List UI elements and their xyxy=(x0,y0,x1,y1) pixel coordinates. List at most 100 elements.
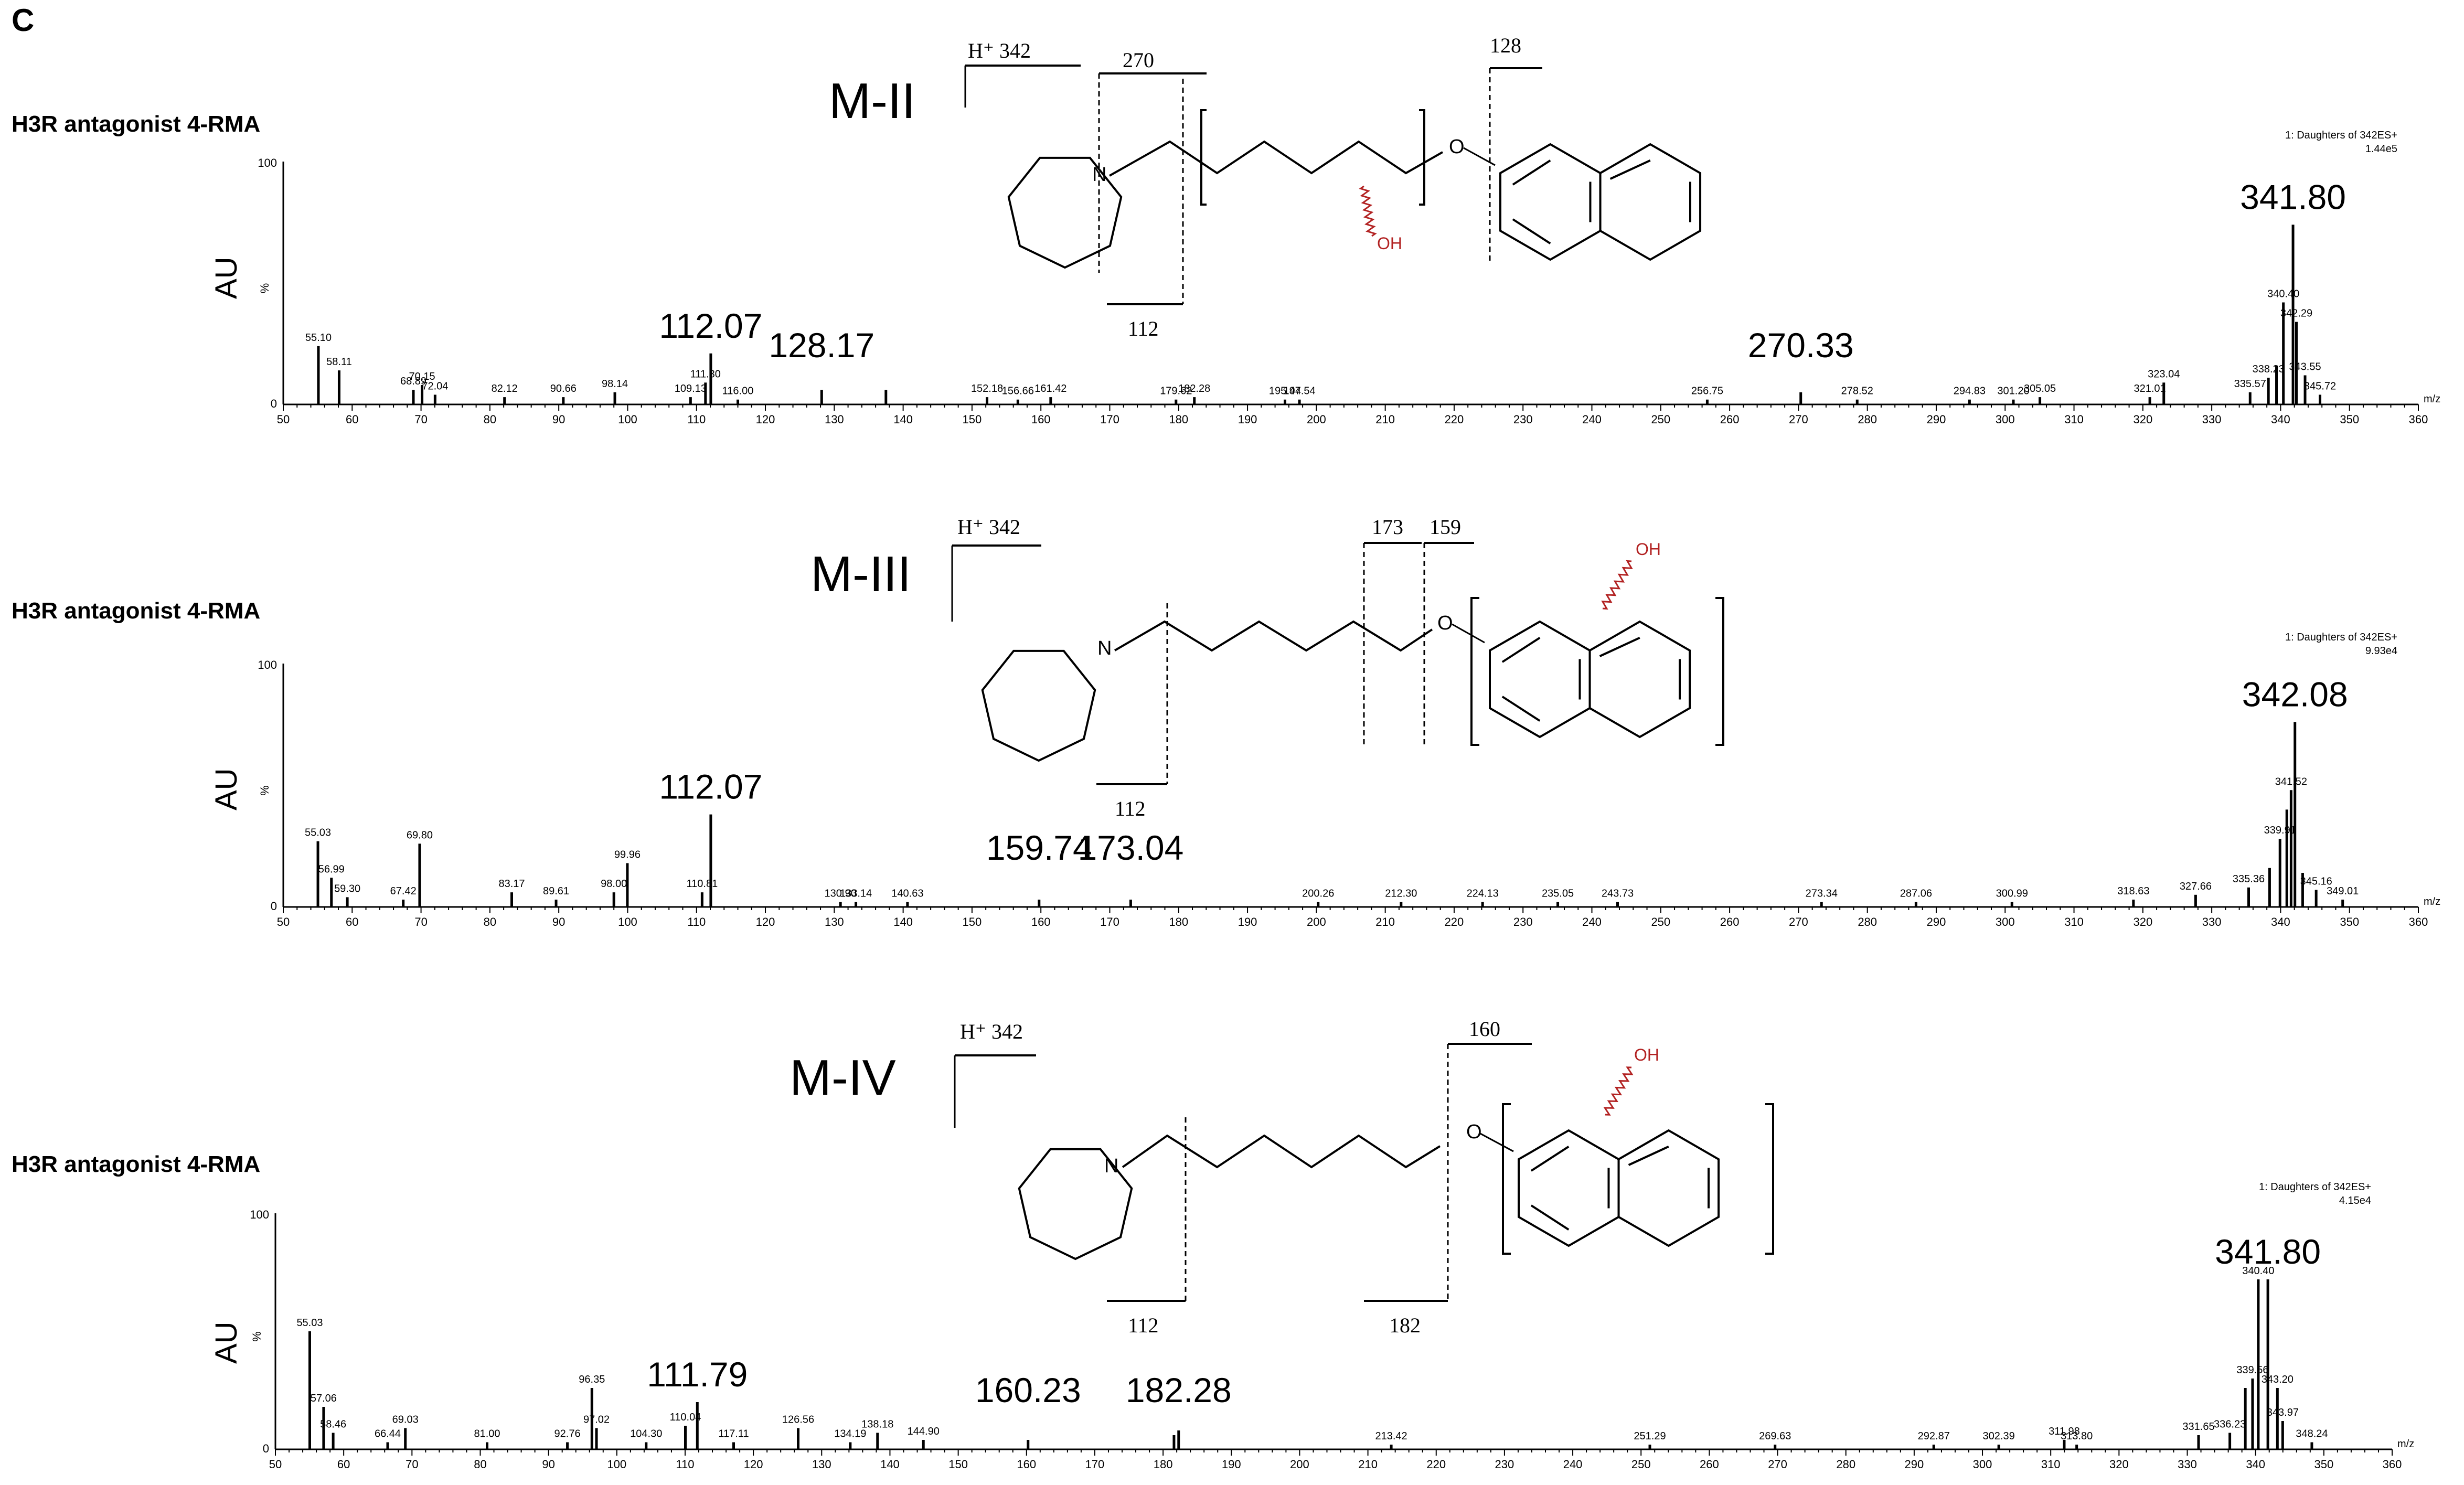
peak-label: 251.29 xyxy=(1634,1430,1666,1442)
nitrogen-atom: N xyxy=(1104,1155,1118,1177)
x-tick-label: 50 xyxy=(277,915,290,928)
x-tick-label: 50 xyxy=(269,1458,282,1471)
base-peak-intensity: 1.44e5 xyxy=(2365,143,2397,155)
panel-letter: C xyxy=(12,3,35,38)
peak-label: 55.03 xyxy=(296,1317,323,1329)
x-tick-label: 280 xyxy=(1858,915,1877,928)
x-tick-label: 230 xyxy=(1495,1458,1514,1471)
x-tick-label: 300 xyxy=(1973,1458,1992,1471)
peak-annotation: 112.07 xyxy=(659,306,762,345)
x-tick-label: 120 xyxy=(756,413,775,426)
peak-label: 342.29 xyxy=(2280,308,2312,319)
x-tick-label: 290 xyxy=(1927,413,1946,426)
experiment-info: 1: Daughters of 342ES+ xyxy=(2285,632,2397,643)
x-tick-label: 160 xyxy=(1031,915,1051,928)
peak-label: 72.04 xyxy=(422,380,448,392)
azepane-ring xyxy=(981,649,1096,762)
x-tick-label: 260 xyxy=(1700,1458,1719,1471)
x-tick-label: 110 xyxy=(687,413,706,426)
aromatic-bond xyxy=(1628,1145,1669,1166)
x-tick-label: 90 xyxy=(542,1458,554,1471)
base-peak-intensity: 9.93e4 xyxy=(2365,645,2397,657)
x-tick-label: 250 xyxy=(1651,413,1670,426)
x-tick-label: 200 xyxy=(1290,1458,1309,1471)
sample-title-1: H3R antagonist 4-RMA xyxy=(12,111,261,137)
x-tick-label: 350 xyxy=(2340,915,2359,928)
x-tick-label: 210 xyxy=(1375,915,1395,928)
peak-label: 96.35 xyxy=(579,1374,605,1385)
x-tick-label: 300 xyxy=(1996,413,2015,426)
peak-label: 321.01 xyxy=(2134,383,2166,394)
peak-label: 97.02 xyxy=(583,1414,610,1426)
x-tick-label: 130 xyxy=(812,1458,831,1471)
peak-label: 336.23 xyxy=(2214,1419,2246,1430)
hydroxyl-label: OH xyxy=(1634,1045,1659,1064)
x-tick-label: 270 xyxy=(1768,1458,1787,1471)
aromatic-bond xyxy=(1609,159,1651,180)
oxygen-atom: O xyxy=(1437,612,1453,634)
peak-label: 126.56 xyxy=(782,1414,814,1426)
peak-annotation: 111.79 xyxy=(647,1355,748,1394)
x-tick-label: 250 xyxy=(1651,915,1670,928)
x-tick-label: 350 xyxy=(2314,1458,2333,1471)
peak-label: 99.96 xyxy=(614,849,641,860)
x-tick-label: 100 xyxy=(618,915,637,928)
precursor-ion-label: H⁺ 342 xyxy=(957,515,1020,539)
x-tick-label: 80 xyxy=(484,413,496,426)
peak-annotation: 182.28 xyxy=(1126,1371,1232,1409)
peak-label: 59.30 xyxy=(334,883,360,894)
peak-label: 311.98 xyxy=(2049,1426,2080,1437)
x-tick-label: 190 xyxy=(1238,915,1257,928)
peak-label: 58.46 xyxy=(320,1419,346,1430)
peak-annotation: 128.17 xyxy=(769,326,874,365)
x-tick-label: 310 xyxy=(2041,1458,2061,1471)
x-tick-label: 250 xyxy=(1631,1458,1651,1471)
x-tick-label: 60 xyxy=(346,915,358,928)
peak-label: 133.14 xyxy=(840,888,872,900)
x-tick-label: 230 xyxy=(1513,915,1533,928)
peak-label: 92.76 xyxy=(554,1428,581,1440)
x-tick-label: 220 xyxy=(1426,1458,1446,1471)
fragment-label: 173 xyxy=(1372,515,1403,539)
peak-label: 55.10 xyxy=(305,332,332,344)
y-tick-100: 100 xyxy=(250,1208,269,1221)
peak-label: 156.66 xyxy=(1002,386,1034,397)
ether-bond xyxy=(1452,623,1485,644)
x-tick-label: 340 xyxy=(2246,1458,2265,1471)
aromatic-bond xyxy=(1530,1146,1570,1172)
fragment-label: 112 xyxy=(1128,317,1159,340)
naphthalene-ring xyxy=(1617,1129,1720,1247)
x-tick-label: 220 xyxy=(1445,413,1464,426)
x-tick-label: 270 xyxy=(1789,915,1808,928)
x-tick-label: 280 xyxy=(1836,1458,1855,1471)
peak-label: 335.36 xyxy=(2233,873,2265,885)
aromatic-bond xyxy=(1599,636,1640,657)
x-tick-label: 240 xyxy=(1582,413,1602,426)
peak-label: 117.11 xyxy=(718,1428,749,1440)
peak-label: 134.19 xyxy=(834,1428,866,1440)
x-tick-label: 330 xyxy=(2178,1458,2197,1471)
peak-label: 152.18 xyxy=(971,383,1003,394)
metabolite-label-m-ii: M-II xyxy=(829,73,916,129)
peak-label: 68.89 xyxy=(400,376,426,387)
peak-label: 110.04 xyxy=(670,1412,701,1423)
peak-annotation: 159.74 xyxy=(986,828,1092,867)
peak-label: 130.90 xyxy=(825,888,857,900)
x-tick-label: 70 xyxy=(414,915,427,928)
peak-label: 82.12 xyxy=(492,383,518,394)
hydroxyl-wavy-bond xyxy=(1601,560,1633,610)
peak-annotation: 341.80 xyxy=(2215,1232,2321,1271)
peak-label: 98.00 xyxy=(601,878,627,890)
fragment-label: 112 xyxy=(1128,1313,1159,1337)
peak-label: 104.30 xyxy=(630,1428,662,1440)
peak-annotation: 173.04 xyxy=(1078,828,1183,867)
peak-label: 57.06 xyxy=(311,1393,337,1404)
x-unit-label: m/z xyxy=(2424,393,2440,405)
aromatic-bond xyxy=(1512,159,1551,186)
x-tick-label: 210 xyxy=(1358,1458,1378,1471)
repeat-bracket xyxy=(1715,597,1724,746)
peak-label: 340.40 xyxy=(2267,289,2299,300)
x-tick-label: 160 xyxy=(1031,413,1051,426)
aromatic-bond xyxy=(1501,696,1541,722)
peak-label: 343.97 xyxy=(2267,1407,2299,1418)
